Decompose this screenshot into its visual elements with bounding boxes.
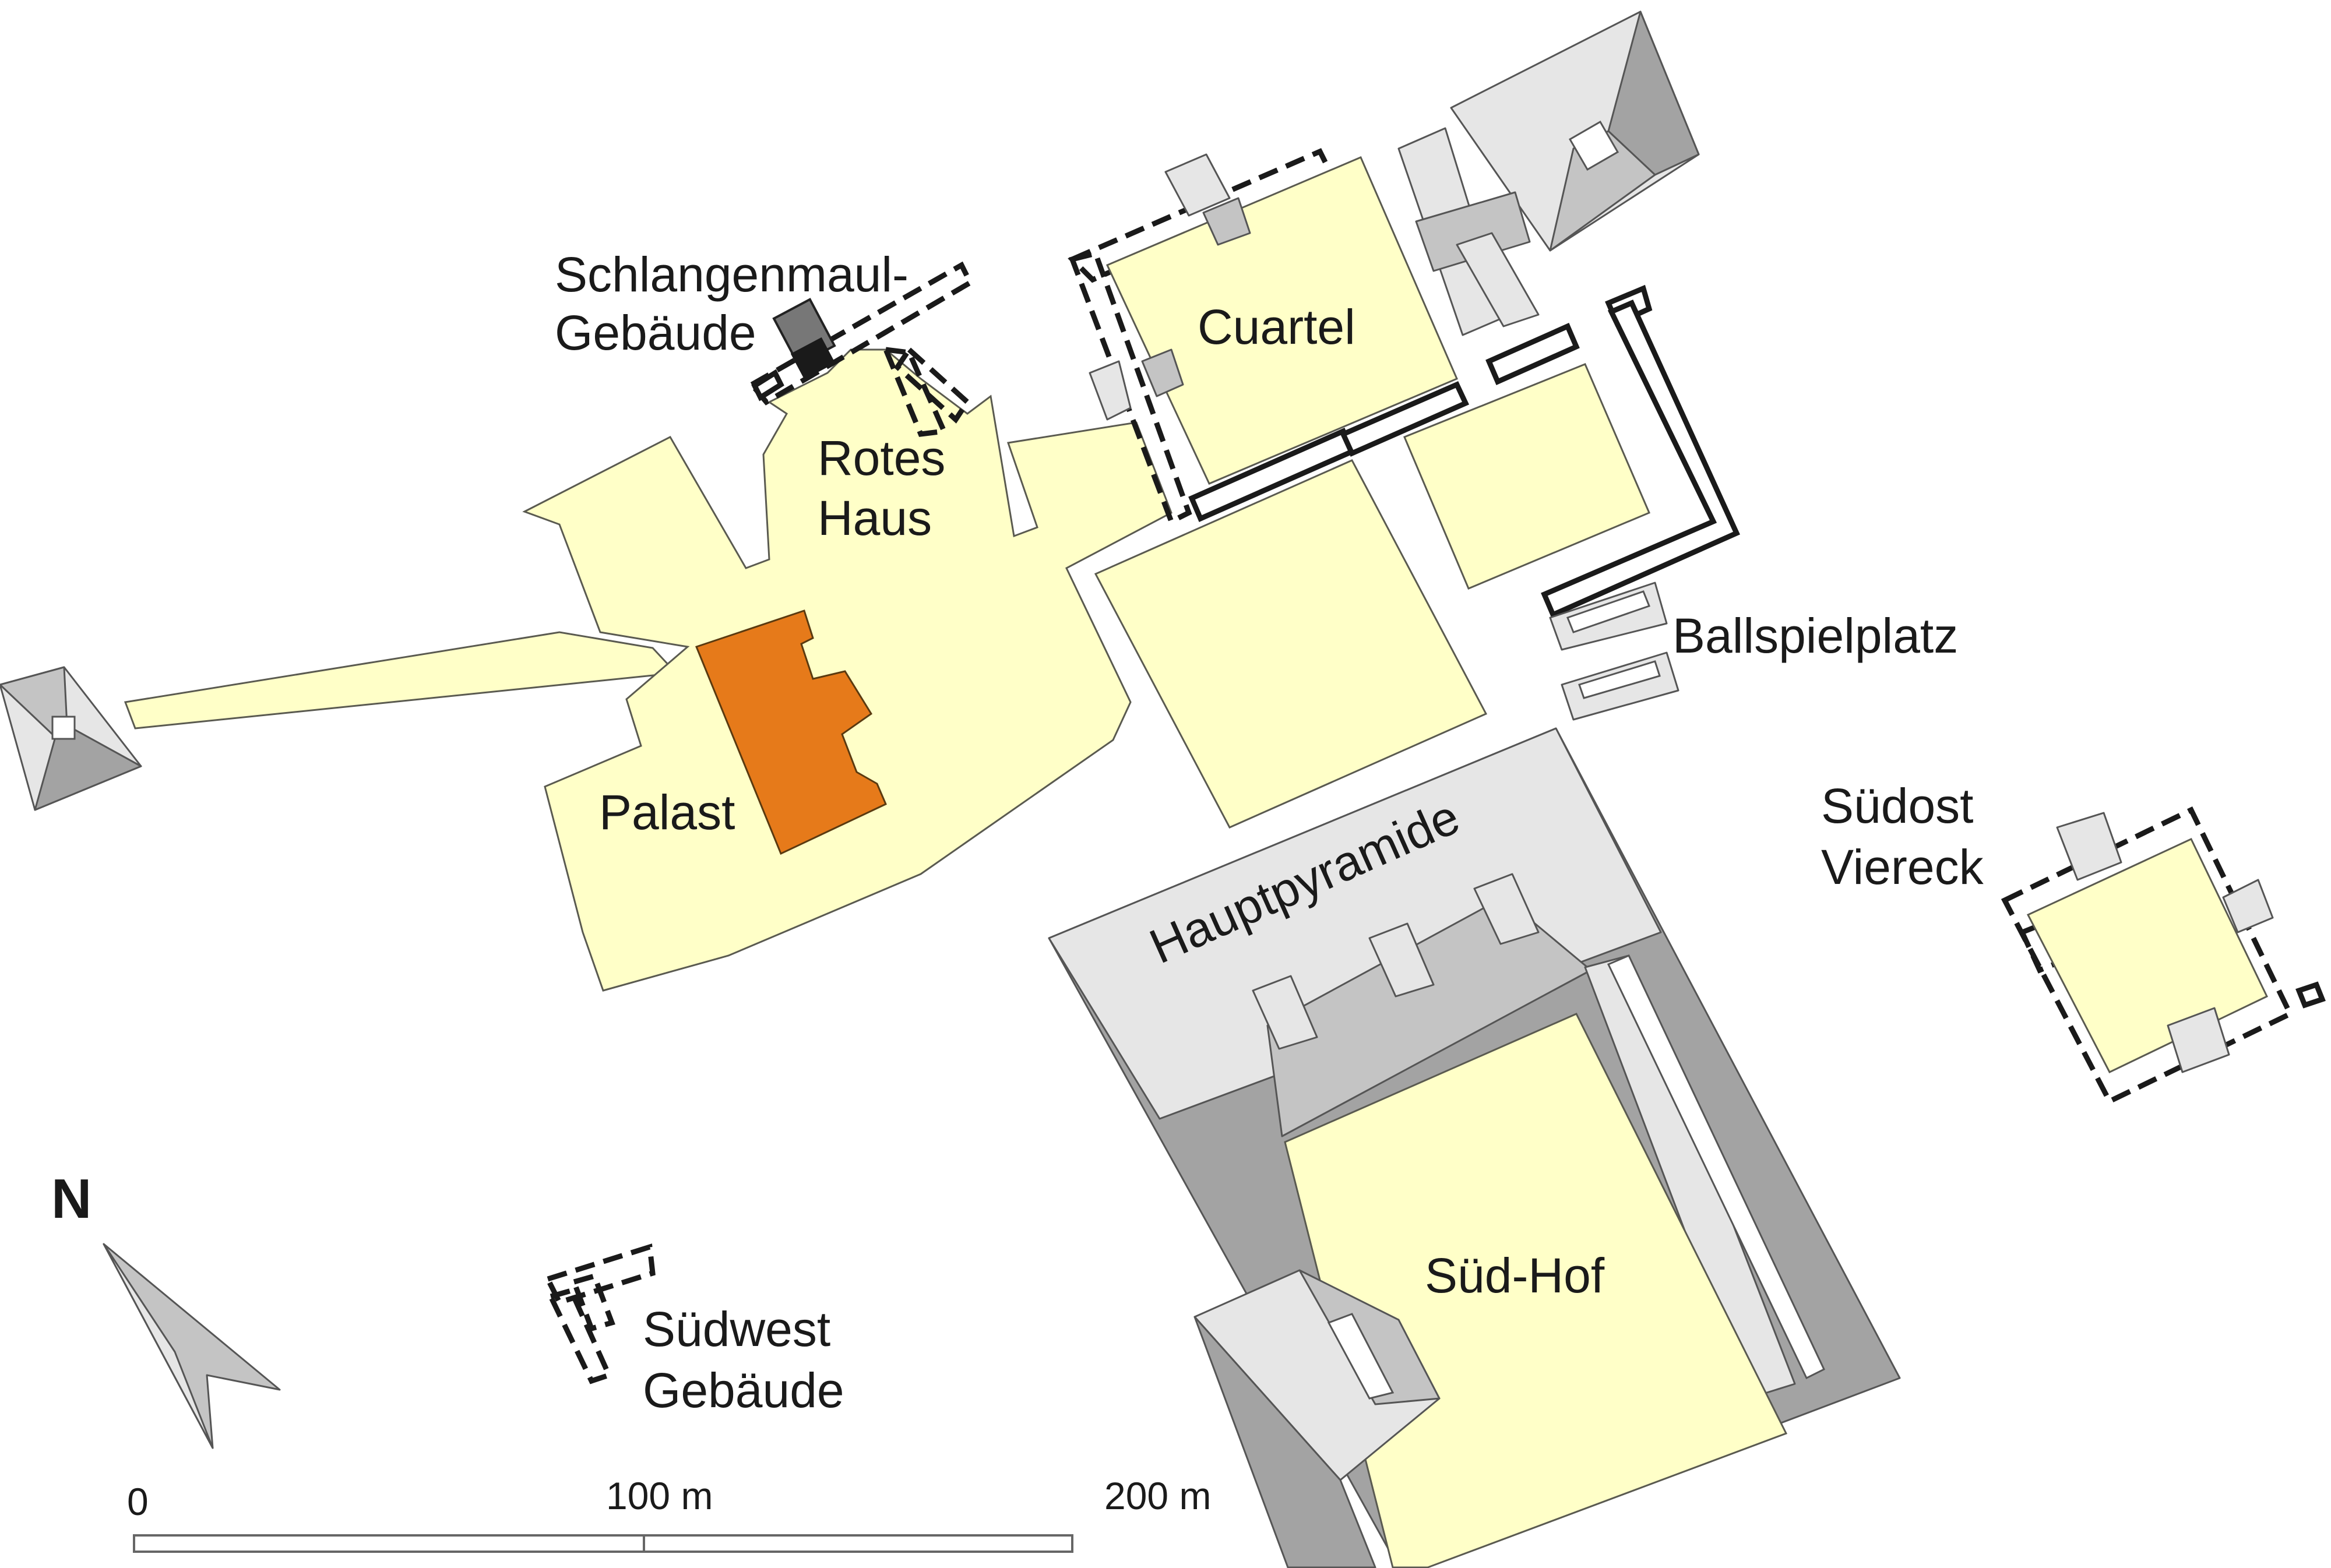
ball-court bbox=[1541, 299, 1740, 721]
staircases bbox=[1252, 873, 1540, 1050]
south-court bbox=[1284, 1013, 1788, 1568]
wall-piece-1 bbox=[1485, 323, 1580, 385]
north-arrow-icon bbox=[103, 1243, 281, 1449]
schlangenmaul-building bbox=[748, 261, 974, 437]
label-rotes-haus-2: Haus bbox=[818, 491, 932, 545]
ne-pyramid bbox=[1450, 10, 1700, 252]
label-sued-hof: Süd-Hof bbox=[1425, 1248, 1605, 1303]
label-suedost-2: Viereck bbox=[1821, 840, 1984, 894]
causeway bbox=[124, 631, 678, 730]
southwest-building bbox=[544, 1243, 656, 1384]
south-court-temple bbox=[1193, 1269, 1441, 1568]
label-schlangenmaul-2: Gebäude bbox=[555, 305, 756, 360]
west-pyramid bbox=[0, 666, 142, 811]
ne-temples bbox=[1397, 127, 1540, 336]
scale-bar: 0 100 m 200 m bbox=[127, 1474, 1211, 1553]
north-arrow: N bbox=[51, 1168, 281, 1449]
east-plaza bbox=[1403, 363, 1650, 590]
label-rotes-haus: Rotes bbox=[818, 431, 945, 485]
scale-tick-100: 100 m bbox=[606, 1474, 713, 1517]
palace-building bbox=[695, 609, 887, 855]
palace-plaza bbox=[522, 348, 1172, 992]
label-schlangenmaul: Schlangenmaul- bbox=[555, 247, 909, 302]
southeast-square bbox=[2001, 806, 2326, 1105]
label-suedost: Südost bbox=[1821, 778, 1974, 833]
label-ballspielplatz: Ballspielplatz bbox=[1672, 608, 1958, 663]
label-cuartel: Cuartel bbox=[1198, 299, 1355, 354]
scale-tick-0: 0 bbox=[127, 1480, 149, 1523]
north-label: N bbox=[51, 1168, 91, 1230]
cuartel-complex bbox=[1068, 148, 1470, 526]
label-suedwest: Südwest bbox=[643, 1302, 830, 1356]
scale-tick-200: 200 m bbox=[1104, 1474, 1211, 1517]
central-plaza bbox=[1094, 459, 1488, 829]
label-suedwest-2: Gebäude bbox=[643, 1363, 844, 1418]
label-palast: Palast bbox=[599, 785, 735, 840]
